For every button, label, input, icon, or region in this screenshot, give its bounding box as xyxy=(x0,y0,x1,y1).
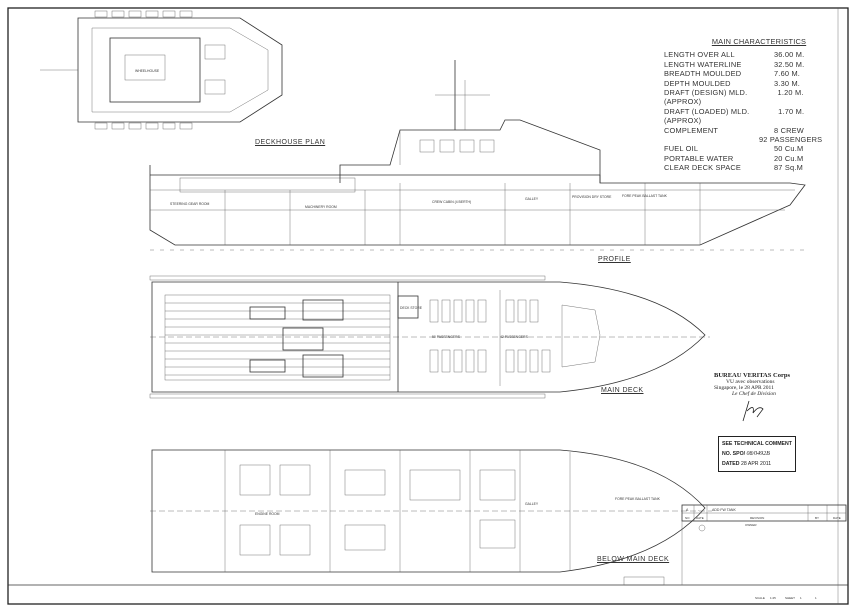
characteristic-row: PORTABLE WATER 20 Cu.M xyxy=(664,154,834,163)
characteristic-label: LENGTH OVER ALL xyxy=(664,50,735,60)
characteristic-label: DEPTH MOULDED xyxy=(664,78,731,88)
characteristic-value: 50 Cu.M xyxy=(774,144,804,154)
characteristic-label: CLEAR DECK SPACE xyxy=(664,163,741,173)
stamp-line2: Singapore, le 28 APR 2011 xyxy=(714,385,774,391)
scale-label: SCALE xyxy=(755,596,765,600)
main-characteristics-title: MAIN CHARACTERISTICS xyxy=(711,37,807,46)
label-wheelhouse: WHEELHOUSE xyxy=(135,69,160,73)
owner-label: OWNER xyxy=(745,523,757,527)
label-machinery-room: MACHINERY ROOM xyxy=(305,205,337,209)
characteristic-row: LENGTH WATERLINE 32.50 M. xyxy=(664,60,834,69)
below-main-deck-title: BELOW MAIN DECK xyxy=(597,556,670,563)
label-galley-lower: GALLEY xyxy=(525,502,539,506)
main-characteristics-table: MAIN CHARACTERISTICS LENGTH OVER ALL 36.0… xyxy=(664,37,834,173)
label-crew-cabin: CREW CABIN (4 BERTH) xyxy=(432,200,471,204)
characteristic-row: BREADTH MOULDED 7.60 M. xyxy=(664,69,834,78)
characteristic-row: CLEAR DECK SPACE 87 Sq.M xyxy=(664,163,834,172)
characteristic-row: DRAFT (LOADED) MLD.(APPROX) 1.70 M. xyxy=(664,107,834,126)
technical-comment-stamp: SEE TECHNICAL COMMENT NO. SPO/ 08/0492B … xyxy=(718,436,796,472)
rev-desc: ADD FW TANK xyxy=(712,508,736,512)
characteristic-label: COMPLEMENT xyxy=(664,125,719,135)
label-fore-peak-lower: FORE PEAK BALLAST TANK xyxy=(615,497,661,501)
characteristic-row: 92 PASSENGERS xyxy=(664,135,834,144)
hdr-by: BY xyxy=(815,516,819,520)
label-passengers-fwd: 42 PASSENGERS xyxy=(500,335,529,339)
characteristic-value: 3.30 M. xyxy=(774,78,801,88)
of-value: 1 xyxy=(815,596,817,600)
comment-dated-label: DATED xyxy=(722,461,740,467)
title-block: A - ADD FW TANK NO DATE REVISION BY DATE… xyxy=(623,504,847,600)
main-deck-view xyxy=(149,275,710,399)
characteristic-value: 1.70 M. xyxy=(778,106,805,116)
main-deck-title: MAIN DECK xyxy=(601,387,644,394)
label-deck-store: DECK STORE xyxy=(400,306,423,310)
characteristic-label: PORTABLE WATER xyxy=(664,153,734,163)
label-fore-peak: FORE PEAK BALLAST TANK xyxy=(622,194,668,198)
characteristic-value: 1.20 M. xyxy=(777,88,804,98)
characteristic-value: 36.00 M. xyxy=(774,50,805,60)
characteristic-value: 7.60 M. xyxy=(774,69,801,79)
characteristic-row: LENGTH OVER ALL 36.00 M. xyxy=(664,50,834,59)
characteristic-label: DRAFT (LOADED) MLD.(APPROX) xyxy=(664,106,750,126)
stamp-org: BUREAU VERITAS Corps xyxy=(714,372,790,379)
label-passengers-aft: 50 PASSENGERS xyxy=(432,335,461,339)
comment-title: SEE TECHNICAL COMMENT xyxy=(722,441,792,447)
characteristic-row: DRAFT (DESIGN) MLD.(APPROX) 1.20 M. xyxy=(664,88,834,107)
profile-view xyxy=(149,60,810,251)
sheet-label: SHEET xyxy=(785,596,795,600)
comment-no-value: 08/0492B xyxy=(746,451,770,457)
label-engine-room: ENGINE ROOM xyxy=(255,512,280,516)
sheet-value: 1 xyxy=(800,596,802,600)
below-main-deck-view xyxy=(150,449,712,573)
characteristic-label: FUEL OIL xyxy=(664,144,699,154)
characteristic-value: 87 Sq.M xyxy=(774,163,803,173)
rev-date: - xyxy=(698,508,700,512)
hdr-no: NO xyxy=(685,516,690,520)
characteristic-row: COMPLEMENT 8 CREW xyxy=(664,126,834,135)
scale-value: 1:25 xyxy=(770,596,776,600)
characteristic-label: DRAFT (DESIGN) MLD.(APPROX) xyxy=(664,88,748,107)
deckhouse-plan-title: DECKHOUSE PLAN xyxy=(255,139,326,146)
stamp-line3: Le Chef de Division xyxy=(732,391,776,397)
characteristic-value: 8 CREW xyxy=(774,125,804,135)
rev-no: A xyxy=(686,508,689,512)
label-provision-store: PROVISION DRY STORE xyxy=(572,195,612,199)
characteristic-value: 20 Cu.M xyxy=(774,153,804,163)
hdr-date2: DATE xyxy=(833,516,841,520)
stamp-line1: VU avec observations xyxy=(726,379,775,385)
deckhouse-plan-view xyxy=(40,10,283,130)
label-galley: GALLEY xyxy=(525,197,539,201)
characteristic-label: LENGTH WATERLINE xyxy=(664,59,742,69)
characteristic-value: 32.50 M. xyxy=(774,59,805,69)
comment-dated-value: 28 APR 2011 xyxy=(740,461,772,467)
hdr-date: DATE xyxy=(696,516,704,520)
signature xyxy=(742,400,764,422)
characteristic-row: DEPTH MOULDED 3.30 M. xyxy=(664,79,834,88)
projection-symbol xyxy=(698,524,706,532)
comment-no-label: NO. SPO/ xyxy=(722,451,746,457)
label-steering-gear-room: STEERING GEAR ROOM xyxy=(170,202,210,206)
approval-stamp: BUREAU VERITAS Corps VU avec observation… xyxy=(714,372,790,425)
characteristic-label: BREADTH MOULDED xyxy=(664,69,742,79)
characteristic-value: 92 PASSENGERS xyxy=(759,135,823,145)
profile-title: PROFILE xyxy=(598,256,631,263)
characteristic-row: FUEL OIL 50 Cu.M xyxy=(664,144,834,153)
hdr-revision: REVISION xyxy=(750,516,764,520)
drawing-border xyxy=(7,7,849,605)
